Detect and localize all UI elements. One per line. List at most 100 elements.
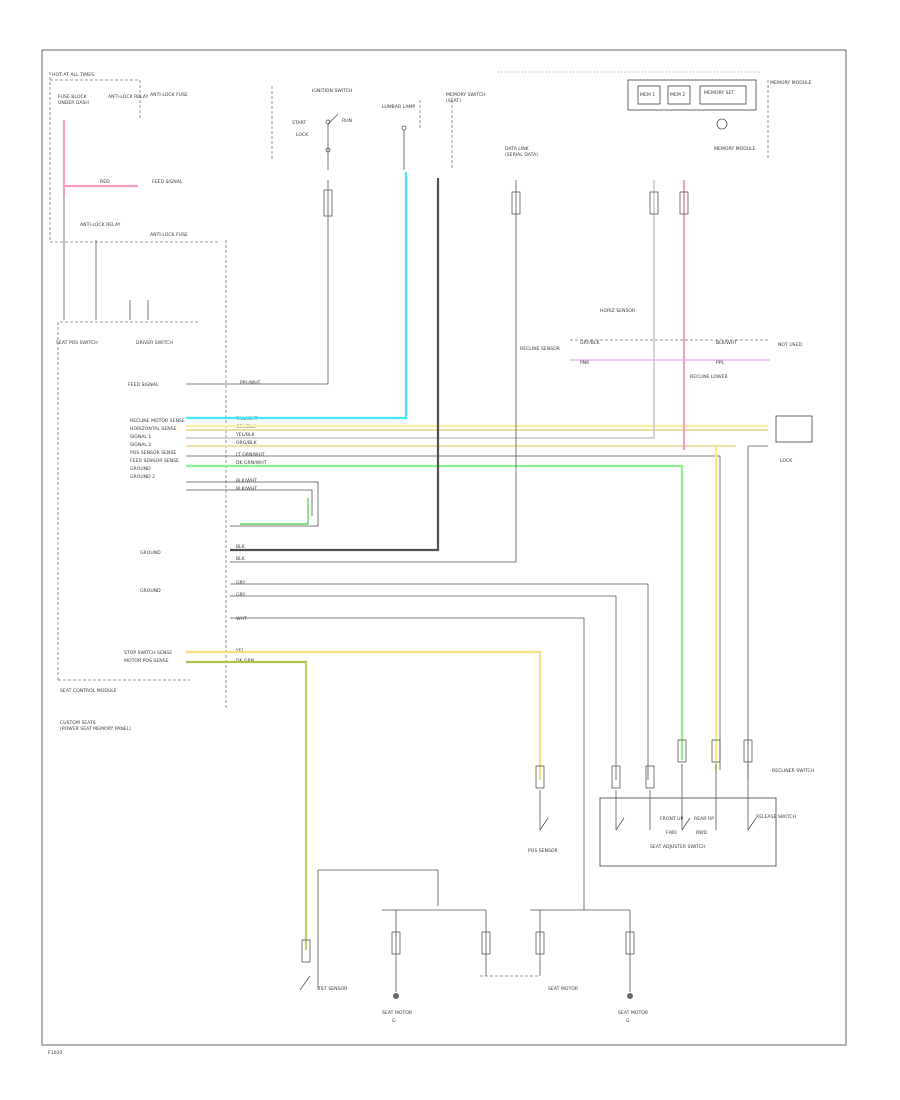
pos-sensor-label: POS SENSOR: [528, 848, 559, 854]
ignition-switch-area: IGNITION SWITCH START LOCK RUN LUMBAR LA…: [271, 86, 486, 170]
memory-switch-label: MEMORY SWITCH: [446, 92, 486, 98]
pin-label-3: SIGNAL 2: [130, 442, 151, 448]
tilt-sensor-label: TILT SENSOR: [317, 986, 348, 992]
seat-adjuster-switch: FRONT UP REAR UP FWD RWD SEAT ADJUSTER S…: [599, 739, 814, 867]
diagram-frame: [41, 49, 847, 1046]
ground-2-label: G: [626, 1018, 630, 1024]
corner-code: F1020: [48, 1050, 62, 1056]
memory-module-right-label: MEMORY MODULE: [770, 80, 812, 86]
wire-darkgreen-bottom: [186, 660, 308, 950]
lumbar-lamp-label: LUMBAR LAMP: [382, 104, 415, 110]
wire-cyan: [186, 172, 408, 420]
front-up-label: FRONT UP: [660, 816, 684, 822]
wire-tag-2: YEL/BLK: [235, 432, 256, 438]
pin-label-5: FEED SENSOR SENSE: [130, 458, 179, 464]
mem-set-label[interactable]: MEMORY SET: [704, 90, 734, 96]
wire-tag-3: ORG/BLK: [236, 440, 258, 446]
wire-gray-4: [230, 595, 617, 780]
seat-motor-1-label: SEAT MOTOR: [382, 1010, 413, 1016]
hot-at-all-times-label: HOT AT ALL TIMES: [52, 72, 94, 78]
recline-sensor-label: RECLINE SENSOR: [520, 346, 561, 352]
wire-tag-gry-blk: GRY/BLK: [580, 340, 601, 346]
recliner-switch-label: RECLINER SWITCH: [772, 768, 814, 774]
data-link-label: DATA LINK: [505, 146, 530, 152]
data-link-sub-label: (SERIAL DATA): [505, 152, 538, 158]
anti-lock-fuse-label: ANTI-LOCK FUSE: [150, 92, 188, 98]
custom-note-2: (POWER SEAT MEMORY PANEL): [60, 726, 131, 732]
wire-black-2: [230, 180, 517, 563]
seat-motor-3-label: SEAT MOTOR: [618, 1010, 649, 1016]
driver-switch-label: DRIVER SWITCH: [136, 340, 173, 346]
seat-switch-label: SEAT POS SWITCH: [56, 340, 98, 346]
relay-label-2: ANTI-LOCK RELAY: [80, 222, 121, 228]
wire-tag-5: DK GRN/WHT: [236, 460, 267, 466]
rear-up-label: REAR UP: [694, 816, 714, 822]
wire-green: [186, 464, 684, 760]
custom-note-1: CUSTOM SEATS: [60, 720, 96, 726]
wire-tag-red: RED: [100, 179, 110, 185]
lock-label: LOCK: [296, 132, 309, 138]
ground-1-label: G: [392, 1018, 396, 1024]
feed-signal-label: FEED SIGNAL: [152, 179, 183, 185]
pin-label-4: POS SENSOR SENSE: [130, 450, 176, 456]
pin-label-feed: FEED SIGNAL: [128, 382, 159, 388]
pin-label-1: HORIZONTAL SENSE: [130, 426, 177, 432]
wire-gray-2: [186, 455, 721, 770]
pos-sensor-switch: POS SENSOR: [528, 765, 559, 854]
memory-switch-panel: MEM 1 MEM 2 MEMORY SET MEMORY MODULE MEM…: [498, 71, 812, 160]
wire-bw-loop: [186, 481, 319, 527]
wire-tag-6: BLK/WHT: [236, 478, 257, 484]
wire-tag-blk-wht: BLK/WHT: [716, 340, 737, 346]
pin-label-10: STOP SWITCH SENSE: [124, 650, 172, 656]
pink-feed-wire: [62, 120, 138, 198]
pin-label-7: GROUND 2: [130, 474, 155, 480]
anti-lock-relay-label: ANTI-LOCK RELAY: [108, 94, 149, 100]
not-used-label: NOT USED: [778, 342, 802, 348]
module-pin-labels: FEED SIGNAL RECLINE MOTOR SENSE HORIZONT…: [124, 382, 185, 664]
release-switch-label: RELEASE SWITCH: [756, 814, 796, 820]
wire-tag-7: BLK/WHT: [236, 486, 257, 492]
wire-tag-wht: WHT: [236, 616, 247, 622]
fuse-block-sub-label: UNDER DASH: [58, 100, 89, 106]
module-wire-tags: TAN/WHT GRY/BLK YEL/BLK ORG/BLK LT GRN/W…: [235, 380, 267, 664]
memory-module-left-label: MEMORY MODULE: [714, 146, 756, 152]
seat-motor-2-label: SEAT MOTOR: [548, 986, 579, 992]
seat-adjuster-box: [599, 797, 777, 867]
wire-tag-pnk: PNK: [580, 360, 590, 366]
mem2-label[interactable]: MEM 2: [670, 92, 685, 98]
fuse-block-area: HOT AT ALL TIMES FUSE BLOCK UNDER DASH A…: [49, 72, 220, 346]
wire-feed-ignition: [186, 180, 329, 385]
wire-tag-4: LT GRN/WHT: [236, 452, 265, 458]
pin-label-0: RECLINE MOTOR SENSE: [130, 418, 185, 424]
wire-tag-gry-1: GRY: [236, 580, 245, 586]
wire-tag-ppl: PPL/WHT: [240, 380, 261, 386]
right-connector: [775, 415, 813, 443]
seat-adjuster-label: SEAT ADJUSTER SWITCH: [650, 844, 706, 850]
wire-green-loop: [240, 498, 309, 525]
pin-label-6: GROUND: [130, 466, 151, 472]
wire-white: [230, 617, 585, 882]
fuse-label-2: ANTI-LOCK FUSE: [150, 232, 188, 238]
wire-tag-blk-1: BLK: [236, 544, 246, 550]
pin-label-2: SIGNAL 1: [130, 434, 151, 440]
run-label: RUN: [342, 118, 352, 124]
horiz-sensor-label: HORIZ SENSOR: [600, 308, 636, 314]
pin-label-8: GROUND: [140, 550, 161, 556]
wire-gray-3: [230, 583, 649, 780]
mem1-label[interactable]: MEM 1: [640, 92, 655, 98]
fwd-label: FWD: [666, 830, 677, 836]
recline-lower-label: RECLINE LOWER: [690, 374, 728, 380]
seat-motors: SEAT MOTOR SEAT MOTOR SEAT MOTOR TILT SE…: [299, 869, 649, 1024]
memory-buttons-box: [627, 79, 757, 111]
rwd-label: RWD: [696, 830, 708, 836]
wire-yellow-bottom: [186, 650, 542, 780]
seat-control-module-label: SEAT CONTROL MODULE: [60, 688, 117, 694]
pin-label-9: GROUND: [140, 588, 161, 594]
wire-tag-ppl-2: PPL: [716, 360, 725, 366]
wire-tag-gry-2: GRY: [236, 592, 245, 598]
wire-tag-blk-2: BLK: [236, 556, 246, 562]
wire-black-1: [230, 178, 440, 552]
ignition-switch-label: IGNITION SWITCH: [312, 88, 352, 94]
fuse-block-label: FUSE BLOCK: [58, 94, 88, 100]
